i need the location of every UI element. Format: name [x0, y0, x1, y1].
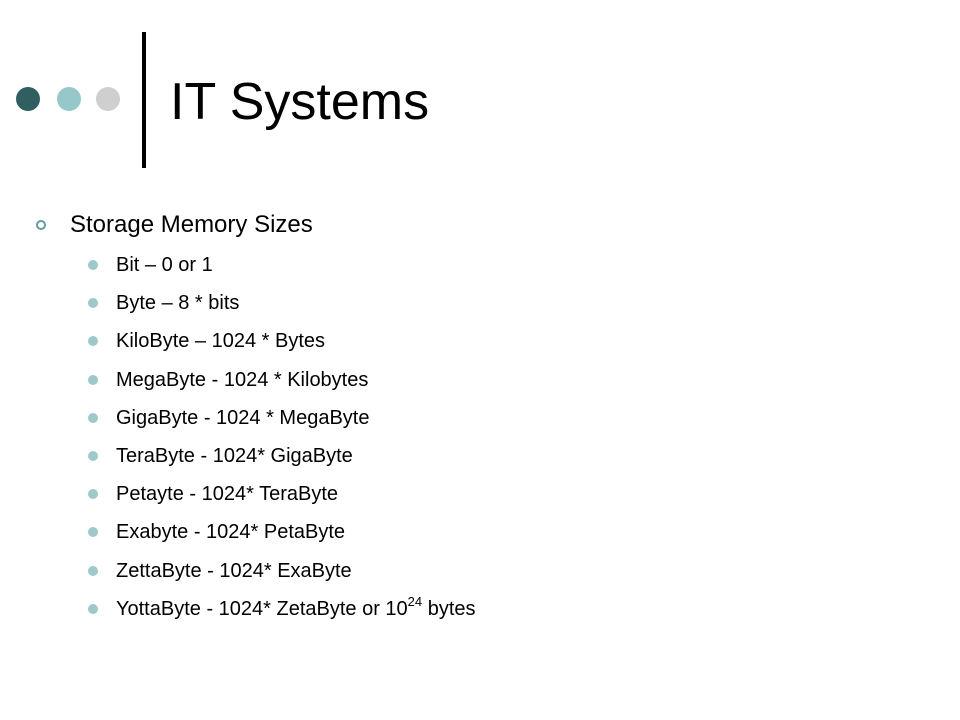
list-item-text: Bit – 0 or 1: [116, 254, 213, 277]
list-item-text: KiloByte – 1024 * Bytes: [116, 330, 326, 353]
list-item-text: ZettaByte - 1024* ExaByte: [116, 559, 352, 582]
list-item-text: MegaByte - 1024 * Kilobytes: [116, 368, 369, 391]
list-item: MegaByte - 1024 * Kilobytes: [88, 361, 476, 399]
list-item: Petayte - 1024* TeraByte: [88, 475, 476, 513]
decorative-dot-light: [96, 87, 120, 111]
bullet-icon: [88, 451, 98, 462]
list-item-text: YottaByte - 1024* ZetaByte or 1024 bytes: [116, 594, 476, 621]
list-item: ZettaByte - 1024* ExaByte: [88, 552, 476, 590]
list-item-text: Petayte - 1024* TeraByte: [116, 483, 338, 506]
ring-bullet-icon: [36, 220, 46, 230]
yottabyte-text: YottaByte - 1024* ZetaByte or 10: [116, 597, 408, 620]
list-item-text: Exabyte - 1024* PetaByte: [116, 521, 346, 544]
decorative-dot-medium: [57, 87, 81, 111]
list-item: Bit – 0 or 1: [88, 246, 476, 284]
bullet-icon: [88, 565, 98, 576]
title-divider: [142, 32, 146, 168]
bullet-icon: [88, 336, 98, 347]
exponent: 24: [407, 594, 423, 610]
list-item-text: Byte – 8 * bits: [116, 292, 240, 315]
bullet-icon: [88, 412, 98, 423]
list-item: Byte – 8 * bits: [88, 284, 476, 322]
decorative-dot-dark: [16, 87, 40, 111]
list-item-yottabyte: YottaByte - 1024* ZetaByte or 1024 bytes: [88, 590, 476, 628]
bullet-icon: [88, 374, 98, 385]
list-item: KiloByte – 1024 * Bytes: [88, 322, 476, 360]
bullet-icon: [88, 603, 98, 614]
list-item-text: TeraByte - 1024* GigaByte: [116, 445, 353, 468]
slide-title: IT Systems: [170, 73, 430, 131]
list-item: GigaByte - 1024 * MegaByte: [88, 399, 476, 437]
list-item: Exabyte - 1024* PetaByte: [88, 513, 476, 551]
bullet-icon: [88, 489, 98, 500]
bullet-icon: [88, 527, 98, 538]
bullet-icon: [88, 260, 98, 271]
section-heading: Storage Memory Sizes: [70, 211, 313, 238]
bullet-icon: [88, 298, 98, 309]
list-item: TeraByte - 1024* GigaByte: [88, 437, 476, 475]
section-heading-row: Storage Memory Sizes: [36, 210, 313, 240]
memory-size-list: Bit – 0 or 1 Byte – 8 * bits KiloByte – …: [88, 246, 476, 628]
list-item-text: GigaByte - 1024 * MegaByte: [116, 406, 370, 429]
yottabyte-unit: bytes: [422, 597, 476, 620]
